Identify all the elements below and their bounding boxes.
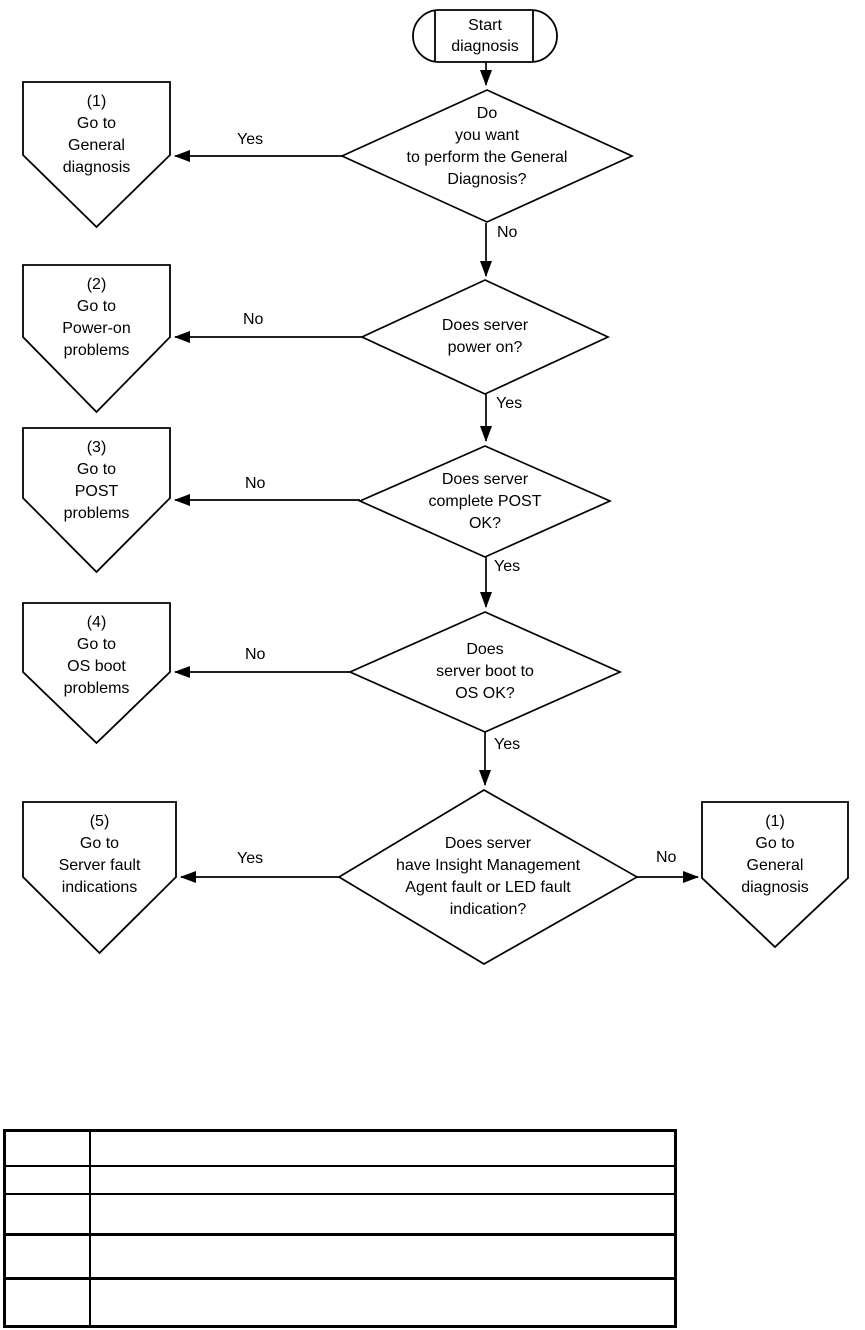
table-row xyxy=(6,1165,674,1193)
decision-5-label: Does server have Insight Management Agen… xyxy=(395,835,581,918)
table-cell xyxy=(91,1167,674,1193)
decision-diamond-2 xyxy=(359,279,611,395)
offpage-5-label: (5) Go to Server fault indications xyxy=(58,813,141,896)
table-cell xyxy=(6,1236,91,1277)
decision-4-label: Does server boot to OS OK? xyxy=(436,641,534,702)
decision-diamond-4 xyxy=(347,611,623,733)
edge-label-d2-no: No xyxy=(243,311,264,328)
table-row xyxy=(6,1193,674,1233)
offpage-pentagon-5 xyxy=(22,801,177,955)
offpage-pentagon-2 xyxy=(22,264,171,414)
offpage-6-label: (1) Go to General diagnosis xyxy=(741,813,809,896)
decision-diamond-3 xyxy=(357,445,613,558)
decision-diamond-1 xyxy=(339,89,635,223)
table-row xyxy=(6,1132,674,1165)
offpage-1-label: (1) Go to General diagnosis xyxy=(62,93,131,176)
edge-label-d3-yes: Yes xyxy=(494,558,521,575)
offpage-pentagon-6-right xyxy=(701,801,849,949)
decision-2-label: Does server power on? xyxy=(441,317,529,356)
edge-label-d3-no: No xyxy=(245,475,266,492)
decision-3-label: Does server complete POST OK? xyxy=(428,470,542,532)
edge-label-d1-no: No xyxy=(497,224,518,241)
offpage-3-label: (3) Go to POST problems xyxy=(63,439,130,522)
decision-1-label: Do you want to perform the General Diagn… xyxy=(406,105,568,188)
offpage-4-label: (4) Go to OS boot problems xyxy=(63,614,130,697)
offpage-2-label: (2) Go to Power-on problems xyxy=(62,276,131,359)
table-cell xyxy=(6,1280,91,1325)
table-row xyxy=(6,1233,674,1277)
table-cell xyxy=(91,1195,674,1233)
edge-label-d5-no: No xyxy=(656,849,677,866)
reference-table xyxy=(3,1129,677,1328)
offpage-pentagon-1 xyxy=(22,81,171,229)
table-cell xyxy=(6,1195,91,1233)
table-cell xyxy=(91,1280,674,1325)
table-cell xyxy=(91,1236,674,1277)
edge-label-d2-yes: Yes xyxy=(496,395,523,412)
offpage-pentagon-3 xyxy=(22,427,171,574)
table-cell xyxy=(91,1132,674,1165)
edge-label-d4-no: No xyxy=(245,646,266,663)
edge-label-d4-yes: Yes xyxy=(494,736,521,753)
decision-diamond-5 xyxy=(337,789,639,965)
start-terminator-shape xyxy=(412,9,558,63)
edge-label-d5-yes: Yes xyxy=(237,850,264,867)
offpage-pentagon-4 xyxy=(22,602,171,745)
table-cell xyxy=(6,1167,91,1193)
start-label: Start diagnosis xyxy=(451,17,519,55)
table-cell xyxy=(6,1132,91,1165)
edge-label-d1-yes: Yes xyxy=(237,131,264,148)
table-row xyxy=(6,1277,674,1325)
connectors xyxy=(174,62,699,883)
